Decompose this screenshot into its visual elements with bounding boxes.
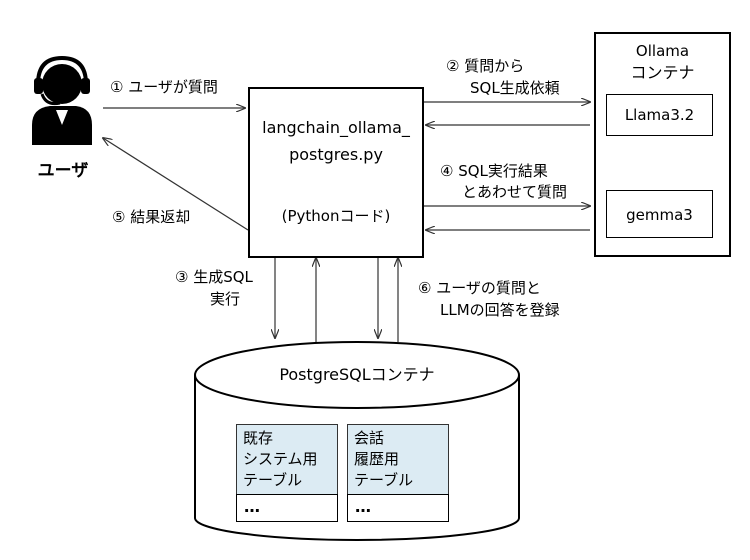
step1-label: ① ユーザが質問 [110,78,218,96]
table1-line2: システム用 [243,450,318,468]
table1-more: … [244,497,262,516]
step2-label-line2: SQL生成依頼 [470,79,560,97]
app-name-line1: langchain_ollama_ [262,118,410,137]
arrow-app-to-user [103,138,249,231]
step5-label: ⑤ 結果返却 [112,208,191,226]
model-box-llama [606,94,713,136]
table1-line1: 既存 [243,429,274,447]
table-existing-system [236,424,338,496]
table-conversation-history [347,424,449,496]
db-title: PostgreSQLコンテナ [279,365,435,384]
table1-line3: テーブル [243,471,303,489]
user-label: ユーザ [37,161,89,181]
table2-line2: 履歴用 [354,450,400,468]
ollama-title-line2: コンテナ [630,63,695,82]
headset-user-icon [32,55,92,145]
model-box-gemma [606,190,713,238]
ollama-title-line1: Ollama [635,42,690,60]
step6-label-line1: ⑥ ユーザの質問と [418,279,541,297]
step4-label-line1: ④ SQL実行結果 [440,162,548,180]
table2-line3: テーブル [354,471,414,489]
app-box [248,87,424,258]
model-label-llama: Llama3.2 [624,106,695,124]
step4-label-line2: とあわせて質問 [462,183,568,201]
step3-label-line1: ③ 生成SQL [175,268,253,286]
step6-label-line2: LLMの回答を登録 [440,301,560,319]
app-name-line2: postgres.py [289,145,383,164]
table2-more: … [355,497,373,516]
table-conversation-history-more [347,494,449,522]
step2-label-line1: ② 質問から [446,57,525,75]
app-note: (Pythonコード) [281,207,391,225]
table2-line1: 会話 [354,429,385,447]
table-existing-system-more [236,494,338,522]
step3-label-line2: 実行 [210,290,241,308]
model-label-gemma: gemma3 [626,206,693,224]
